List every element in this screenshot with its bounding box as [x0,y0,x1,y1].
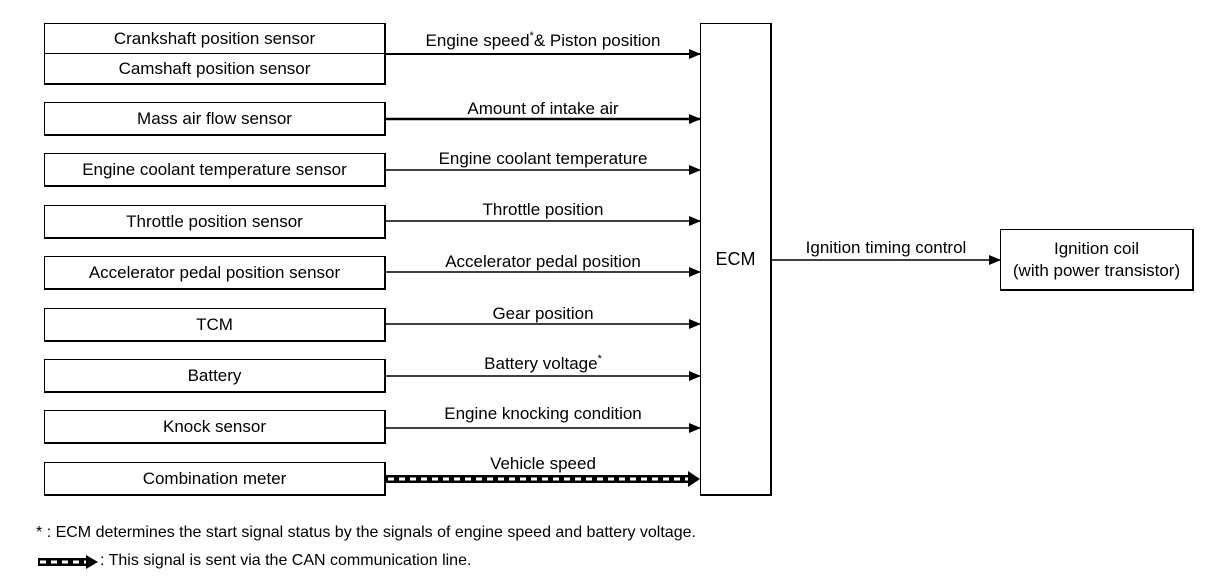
crankshaft-camshaft-sensor-box: Crankshaft position sensor Camshaft posi… [44,23,386,85]
tcm-box: TCM [44,308,386,342]
signal-label-battery-voltage: Battery voltage* [484,353,602,373]
ignition-coil-box: Ignition coil (with power transistor) [1000,229,1194,291]
signal-label-throttle-position: Throttle position [482,200,604,219]
combination-meter-box: Combination meter [44,462,386,496]
battery-box: Battery [44,359,386,393]
ecm-box: ECM [700,23,772,496]
knock-sensor-box: Knock sensor [44,410,386,444]
signal-label-ignition-timing: Ignition timing control [805,238,967,257]
signal-label-engine-speed: Engine speed*& Piston position [425,30,661,50]
mass-air-flow-sensor-box: Mass air flow sensor [44,102,386,136]
camshaft-position-sensor-label: Camshaft position sensor [45,53,384,83]
signal-label-accelerator-position: Accelerator pedal position [445,252,641,271]
asterisk-footnote: * : ECM determines the start signal stat… [36,524,696,541]
signal-label-coolant-temperature: Engine coolant temperature [438,149,648,168]
accelerator-pedal-position-sensor-box: Accelerator pedal position sensor [44,256,386,290]
can-line-footnote: : This signal is sent via the CAN commun… [100,552,472,569]
crankshaft-position-sensor-label: Crankshaft position sensor [113,28,316,48]
ignition-coil-label: Ignition coil [1053,238,1140,258]
ignition-coil-sublabel: (with power transistor) [1012,260,1181,280]
signal-label-vehicle-speed: Vehicle speed [490,454,596,473]
throttle-position-sensor-box: Throttle position sensor [44,205,386,239]
signal-label-gear-position: Gear position [492,304,594,323]
signal-label-knocking-condition: Engine knocking condition [444,404,642,423]
signal-label-intake-air: Amount of intake air [467,99,619,118]
engine-coolant-temperature-sensor-box: Engine coolant temperature sensor [44,153,386,187]
can-line-legend-icon [38,555,98,569]
